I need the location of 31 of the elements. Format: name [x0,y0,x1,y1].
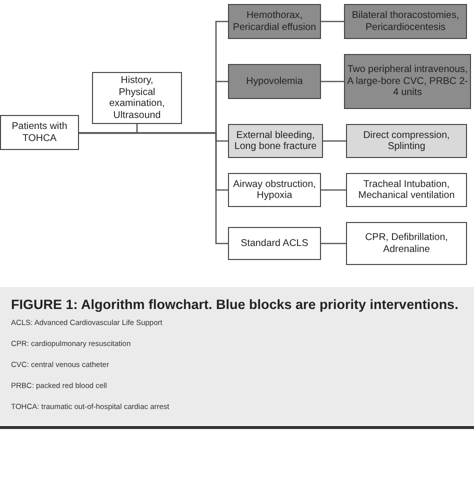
figure-caption: FIGURE 1: Algorithm flowchart. Blue blocks are priority interventions. [11,297,460,312]
process-box [346,124,467,158]
connector-line [321,189,346,191]
process-box [228,227,321,260]
process-box [344,54,471,109]
box-text: Hemothorax, Pericardial effusion [232,10,318,33]
process-box [0,115,79,150]
connector-line [321,20,344,22]
box-text: Hypovolemia [246,76,303,88]
connector-line [321,80,344,82]
process-box [346,173,467,207]
connector-line [321,242,346,244]
box-text: History, Physical examination, Ultrasound [108,75,166,121]
box-text: Airway obstruction, Hypoxia [232,178,317,202]
box-text: External bleeding, Long bone fracture [233,130,318,152]
box-text: Tracheal Intubation, Mechanical ventilation [357,178,456,202]
process-box [346,222,467,265]
box-text: Standard ACLS [240,238,308,250]
process-box [92,72,182,124]
box-text: Patients with TOHCA [10,121,68,144]
box-text: CPR, Defibrillation, Adrenaline [364,232,449,255]
connector-line [79,132,228,244]
process-box [228,124,323,158]
process-box [228,4,321,39]
box-text: Two peripheral intravenous, A large-bore CVC, PRBC 2-4 units [346,64,469,99]
process-box [228,173,321,207]
box-text: Bilateral thoracostomies, Pericardiocentesis [350,10,460,33]
process-box [228,64,321,99]
process-box [344,4,467,39]
box-text: Direct compression, Splinting [362,130,451,152]
connector-line [323,140,346,142]
